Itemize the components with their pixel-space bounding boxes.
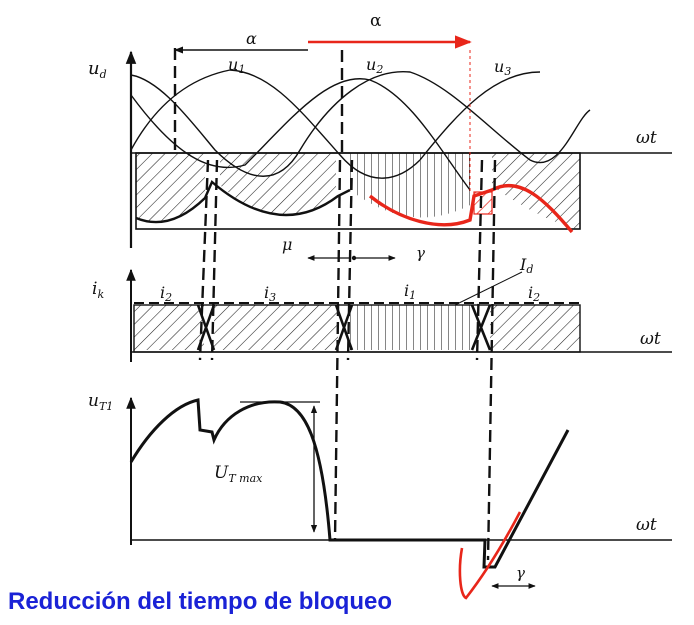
crossover-1 (196, 304, 216, 351)
mid-y-axis-label: ik (92, 279, 104, 301)
phase-label-u3: u3 (494, 57, 511, 78)
current-label-i2-left: i2 (160, 283, 172, 304)
gamma-label: γ (416, 244, 425, 262)
mid-hatch-3 (350, 305, 472, 350)
crossover-3 (470, 304, 492, 351)
id-label: Id (519, 255, 533, 276)
top-y-axis-label: ud (88, 58, 107, 81)
phase-label-u2: u2 (366, 55, 383, 76)
top-hatch-region-3 (350, 153, 470, 218)
top-x-axis-label: ωt (636, 128, 657, 148)
labels: ud ωt α α u1 u2 u3 μ γ ik ωt Id i2 i3 i1… (88, 11, 661, 582)
current-label-i2-right: i2 (528, 283, 540, 304)
thyristor-voltage-curve (129, 398, 570, 569)
top-hatch-region-4 (492, 153, 580, 230)
mid-hatch-4 (490, 305, 580, 350)
umax-label: UT max (214, 463, 263, 485)
top-hatch-region-2 (220, 153, 336, 216)
rectified-output-curve (135, 180, 351, 224)
mu-label: μ (282, 235, 292, 254)
phase-curve-u2 (130, 69, 541, 179)
bottom-gamma-label: γ (516, 564, 525, 582)
mid-x-axis-label: ωt (640, 329, 661, 349)
middle-panel (126, 268, 672, 362)
phase-curve-u3 (130, 71, 591, 177)
current-label-i3: i3 (264, 283, 276, 304)
mid-frame (133, 304, 581, 353)
top-panel (125, 35, 672, 261)
phase-label-u1: u1 (228, 55, 245, 76)
red-overlap-area (473, 191, 493, 215)
mid-hatch-2 (214, 305, 338, 350)
top-hatch-frame (135, 152, 581, 230)
crossover-2 (334, 304, 354, 351)
top-hatch-region-1 (136, 153, 205, 222)
bottom-x-axis-label: ωt (636, 515, 657, 535)
mid-hatch-1 (134, 305, 204, 350)
phase-curve-u1 (130, 78, 471, 191)
alpha-label-black: α (246, 29, 257, 48)
bottom-panel (126, 396, 672, 600)
current-label-i1: i1 (404, 281, 416, 302)
id-leader (454, 271, 523, 306)
caption-text: Reducción del tiempo de bloqueo (8, 588, 393, 615)
gamma-dot (351, 255, 357, 261)
red-reverse-curve (458, 511, 522, 600)
alpha-label-red: α (370, 11, 382, 31)
bottom-y-axis-label: uT1 (88, 391, 113, 413)
